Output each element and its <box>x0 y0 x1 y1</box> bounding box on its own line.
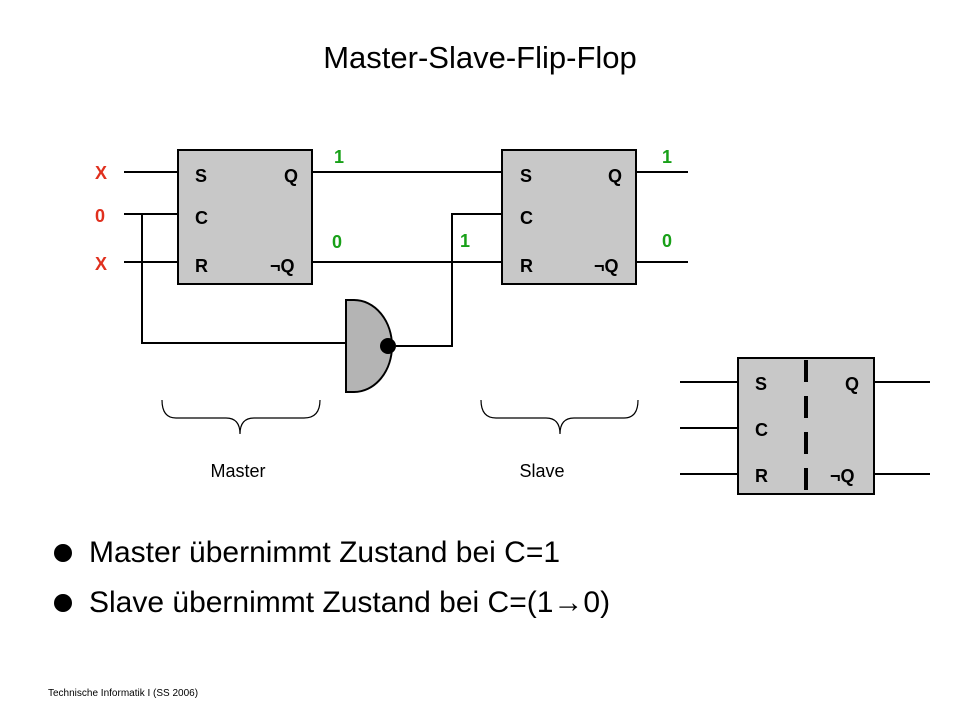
symbol-q-pin: Q <box>845 374 859 394</box>
master-nq-value: 0 <box>332 232 342 252</box>
bullet-icon <box>54 544 72 562</box>
master-s-pin: S <box>195 166 207 186</box>
symbol-r-pin: R <box>755 466 768 486</box>
symbol-c-pin: C <box>755 420 768 440</box>
slave-brace <box>480 399 639 435</box>
wire-inverted-clock-to-slave-c <box>396 213 502 347</box>
slave-c-pin: C <box>520 208 533 228</box>
master-brace <box>161 399 321 435</box>
input-c-value: 0 <box>95 206 105 226</box>
master-q-pin: Q <box>284 166 298 186</box>
inverter-bubble <box>380 338 396 354</box>
slide-title: Master-Slave-Flip-Flop <box>323 40 637 75</box>
bullet-icon <box>54 594 72 612</box>
master-q-value: 1 <box>334 147 344 167</box>
bullet-text: Master übernimmt Zustand bei C=1 <box>89 536 561 569</box>
bullet-text: Slave übernimmt Zustand bei C=(1→0) <box>89 586 611 619</box>
slave-label: Slave <box>519 461 564 481</box>
bullet-list: Master übernimmt Zustand bei C=1 Slave ü… <box>52 528 610 628</box>
symbol-s-pin: S <box>755 374 767 394</box>
master-nq-pin: ¬Q <box>270 256 295 276</box>
master-flip-flop <box>177 149 313 285</box>
slave-clock-value: 1 <box>460 231 470 251</box>
slave-s-pin: S <box>520 166 532 186</box>
input-r-value: X <box>95 254 107 274</box>
input-s-value: X <box>95 163 107 183</box>
slave-flip-flop <box>501 149 637 285</box>
footer: Technische Informatik I (SS 2006) <box>48 688 199 699</box>
slave-nq-pin: ¬Q <box>594 256 619 276</box>
bullet-item: Slave übernimmt Zustand bei C=(1→0) <box>52 578 610 628</box>
slave-r-pin: R <box>520 256 533 276</box>
master-c-pin: C <box>195 208 208 228</box>
bullet-item: Master übernimmt Zustand bei C=1 <box>52 528 610 578</box>
symbol-nq-pin: ¬Q <box>830 466 855 486</box>
slave-nq-value: 0 <box>662 231 672 251</box>
master-r-pin: R <box>195 256 208 276</box>
slave-q-pin: Q <box>608 166 622 186</box>
wire-clock-to-gate <box>141 214 346 344</box>
master-label: Master <box>210 461 265 481</box>
slave-q-value: 1 <box>662 147 672 167</box>
